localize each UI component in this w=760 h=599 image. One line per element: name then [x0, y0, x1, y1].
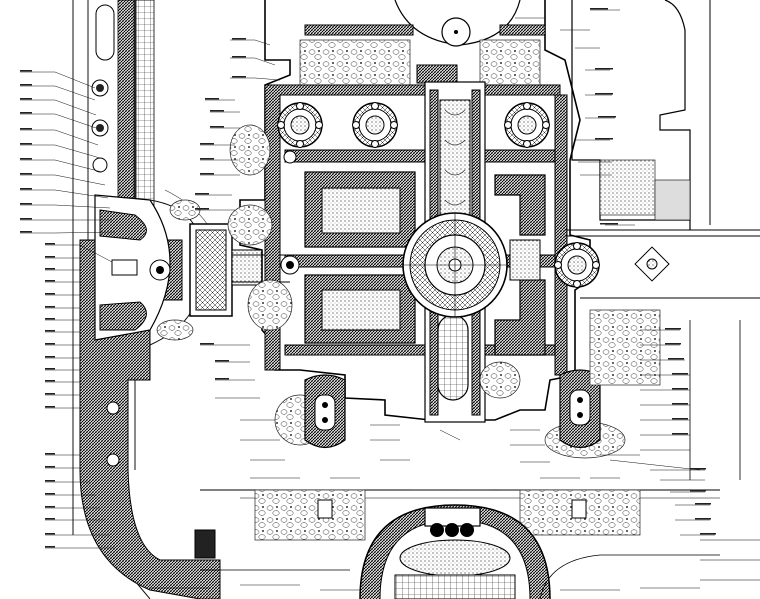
lower-pools	[304, 369, 601, 449]
bottom-terrace	[194, 489, 760, 599]
formal-garden	[239, 0, 591, 423]
right-buildings	[565, 0, 760, 480]
left-semicircle-garden	[94, 189, 216, 346]
left-path-ornaments	[91, 79, 120, 467]
annotation-leaders	[20, 9, 715, 591]
annotation-marks	[20, 8, 716, 548]
west-pavilion	[189, 223, 290, 317]
